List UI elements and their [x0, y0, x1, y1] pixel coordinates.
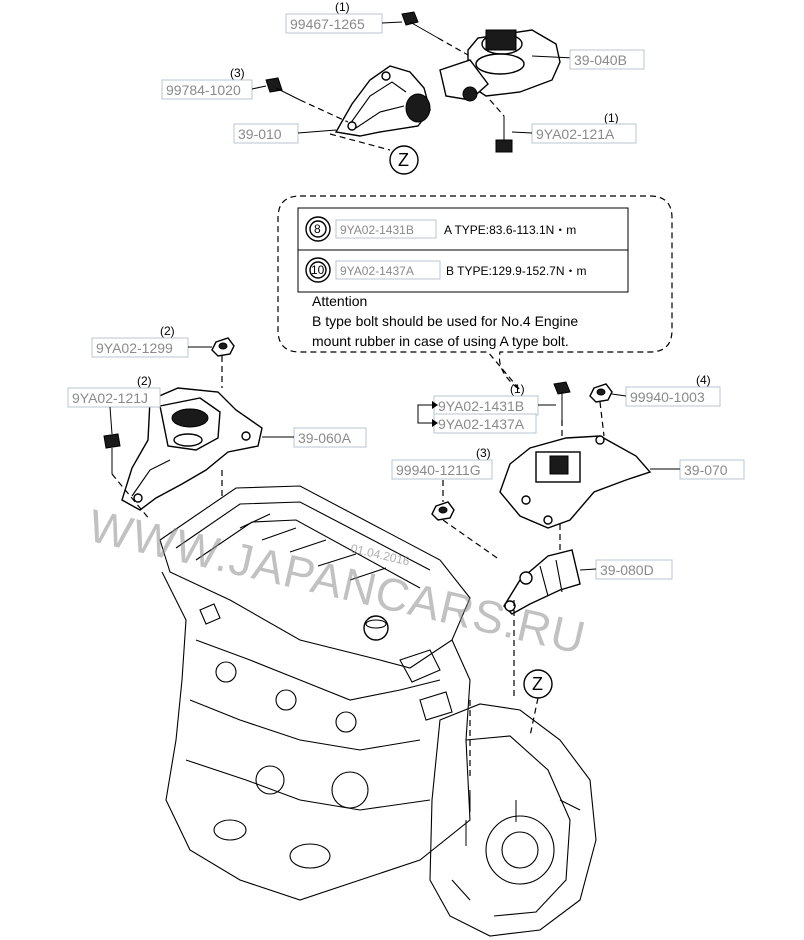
callout-99940-1003: (4) 99940-1003	[611, 373, 721, 407]
callout-99784-1020: (3) 99784-1020	[161, 66, 267, 100]
part-9ya02-1437a: 9YA02-1437A	[438, 416, 525, 432]
watermark-text: WWW.JAPANCARS.RU	[84, 499, 591, 664]
attention-line-2: mount rubber in case of using A type bol…	[312, 333, 569, 349]
part-39-040b: 39-040B	[574, 52, 627, 68]
bolt-9ya02-121a	[495, 116, 513, 153]
engine-mount-39-060a	[121, 387, 263, 511]
bolt-9ya02-1431b	[553, 381, 571, 420]
nut-9ya02-1299	[211, 337, 235, 357]
callout-9ya02-121j: (2) 9YA02-121J	[67, 374, 161, 435]
part-99940-1211g: 99940-1211G	[396, 462, 481, 478]
qty-9ya02-121j: (2)	[137, 374, 152, 388]
view-z-label-bottom: Z	[532, 674, 543, 694]
view-z-mark-top	[389, 145, 419, 175]
part-9ya02-1299: 9YA02-1299	[96, 340, 173, 356]
callout-39-080d: 39-080D	[579, 559, 673, 580]
engine-mount-39-040b	[439, 29, 575, 102]
torque-spec-a: A TYPE:83.6-113.1N・m	[444, 223, 576, 237]
bolt-99784-1020	[265, 77, 301, 101]
callout-99467-1265: (1) 99467-1265	[285, 0, 403, 34]
part-39-060a: 39-060A	[298, 430, 352, 446]
torque-row-10: 10 9YA02-1437A B TYPE:129.9-152.7N・m	[305, 257, 587, 283]
qty-99784-1020: (3)	[230, 66, 245, 80]
callout-39-010: 39-010	[233, 123, 337, 144]
callout-9ya02-121a: (1) 9YA02-121A	[511, 111, 637, 144]
torque-badge-b: 8	[314, 222, 321, 236]
qty-99467-1265: (1)	[335, 0, 350, 14]
torque-badge-10: 10	[311, 263, 325, 277]
part-39-010: 39-010	[238, 126, 282, 142]
nut-99940-1003	[589, 383, 613, 403]
part-99784-1020: 99784-1020	[166, 82, 241, 98]
qty-99940-1211g: (3)	[476, 446, 491, 460]
transmission	[429, 703, 597, 937]
attention-line-1: B type bolt should be used for No.4 Engi…	[312, 313, 578, 329]
torque-part-b: 9YA02-1431B	[340, 223, 414, 237]
bracket-39-010	[334, 65, 431, 137]
callout-39-040b: 39-040B	[569, 49, 645, 70]
callout-9ya02-1299: (2) 9YA02-1299	[91, 324, 212, 358]
bolt-9ya02-121j	[103, 433, 121, 474]
callout-39-070: 39-070	[650, 459, 745, 480]
bracket-39-080d	[503, 549, 581, 615]
part-99467-1265: 99467-1265	[290, 16, 365, 32]
part-39-080d: 39-080D	[600, 562, 654, 578]
part-9ya02-1431b: 9YA02-1431B	[438, 398, 524, 414]
torque-part-10: 9YA02-1437A	[340, 264, 414, 278]
bolt-99467-1265	[401, 11, 439, 39]
qty-99940-1003: (4)	[696, 373, 711, 387]
part-9ya02-121a: 9YA02-121A	[536, 126, 615, 142]
attention-title: Attention	[312, 293, 367, 309]
part-9ya02-121j: 9YA02-121J	[72, 390, 148, 406]
engine-block	[159, 485, 471, 901]
torque-note: 8 9YA02-1431B A TYPE:83.6-113.1N・m 10 9Y…	[277, 195, 673, 391]
transmission-mount-39-070	[499, 435, 652, 529]
nut-99940-1211g	[431, 501, 455, 521]
view-z-label-top: Z	[398, 150, 409, 170]
torque-spec-b: B TYPE:129.9-152.7N・m	[446, 264, 587, 278]
part-99940-1003: 99940-1003	[630, 389, 705, 405]
qty-9ya02-1299: (2)	[160, 324, 175, 338]
callout-99940-1211g: (3) 99940-1211G	[391, 446, 493, 480]
part-39-070: 39-070	[684, 462, 728, 478]
callout-9ya02-1431b: (1) 9YA02-1431B	[433, 382, 556, 416]
callout-9ya02-1437a: 9YA02-1437A	[417, 401, 537, 434]
qty-9ya02-121a: (1)	[604, 111, 619, 125]
torque-row-b: 8 9YA02-1431B A TYPE:83.6-113.1N・m	[305, 216, 576, 242]
callout-39-060a: 39-060A	[262, 427, 367, 448]
qty-9ya02-1431b: (1)	[510, 382, 525, 396]
